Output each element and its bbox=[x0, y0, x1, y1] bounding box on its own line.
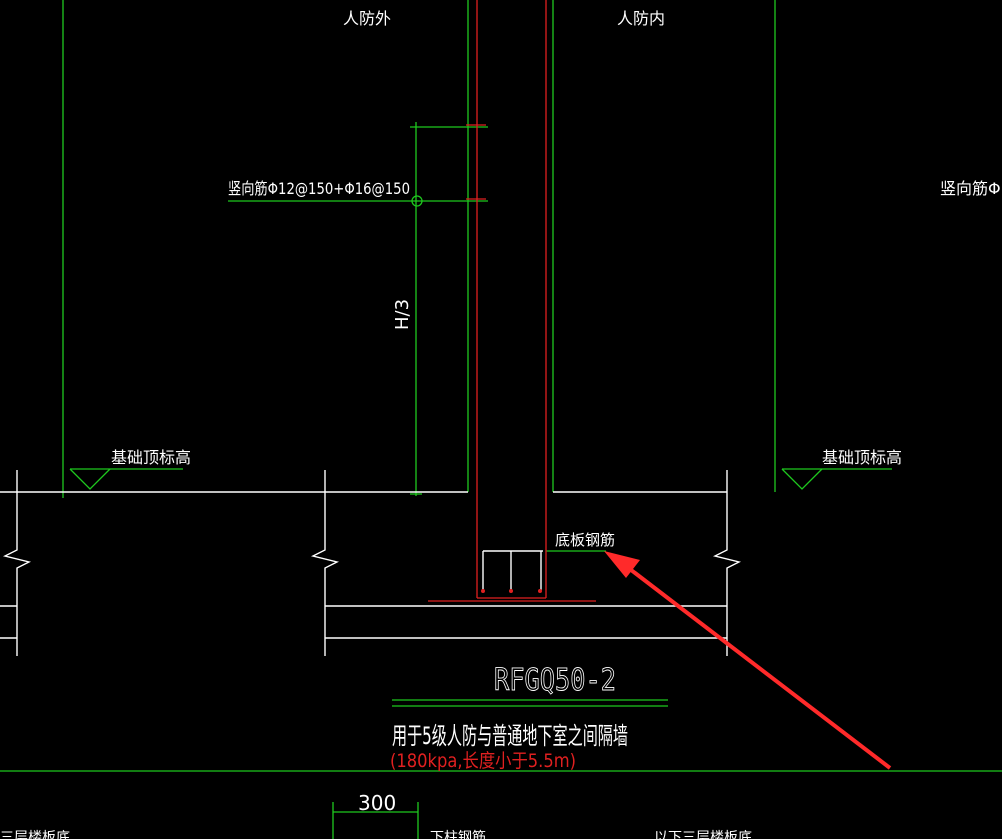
white-foundation bbox=[0, 470, 742, 656]
drawing-description: 用于5级人防与普通地下室之间隔墙 bbox=[392, 722, 628, 750]
height-dimension-label: H/3 bbox=[392, 299, 413, 330]
bottom-text-left: 三层楼板底 bbox=[0, 830, 70, 839]
vertical-rebar-label-right: 竖向筋Φ12 bbox=[940, 179, 1002, 198]
foundation-top-label-left: 基础顶标高 bbox=[111, 448, 191, 467]
outside-zone-label: 人防外 bbox=[343, 9, 391, 28]
width-dimension-label: 300 bbox=[358, 791, 396, 815]
bottom-text-right: 以下三层楼板底 bbox=[654, 830, 752, 839]
bottom-text-middle: 下柱钢筋 bbox=[430, 829, 486, 839]
red-rebar bbox=[428, 0, 596, 602]
slab-rebar-label: 底板钢筋 bbox=[555, 531, 615, 549]
annotation-arrow bbox=[604, 551, 892, 770]
inside-zone-label: 人防内 bbox=[617, 9, 665, 28]
drawing-code: RFGQ50-2 bbox=[494, 663, 616, 698]
vertical-rebar-label-left: 竖向筋Φ12@150+Φ16@150 bbox=[228, 179, 410, 198]
load-note: (180kpa,长度小于5.5m) bbox=[390, 750, 576, 772]
rebar-dots bbox=[481, 589, 542, 593]
foundation-top-label-right: 基础顶标高 bbox=[822, 448, 902, 467]
